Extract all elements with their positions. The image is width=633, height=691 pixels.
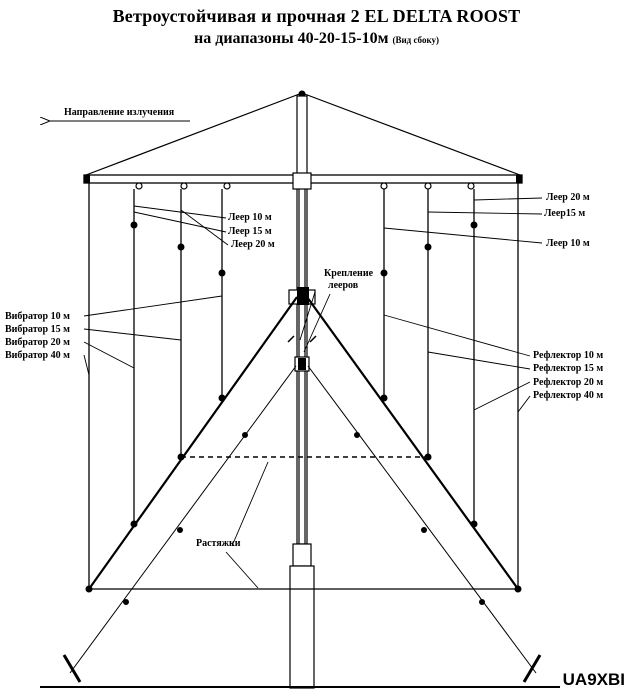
reflector-40-label: Рефлектор 40 м: [533, 390, 604, 401]
leer-left-15-label: Леер 15 м: [228, 226, 272, 237]
ground-anchors: [62, 654, 542, 683]
leader-lines: [83, 197, 543, 589]
direction-label: Направление излучения: [64, 107, 175, 118]
leer-left-20-label: Леер 20 м: [231, 239, 275, 250]
reflector-10-label: Рефлектор 10 м: [533, 350, 604, 361]
vertical-elements: [88, 183, 519, 589]
leer-right-20-label: Леер 20 м: [546, 192, 590, 203]
top-guys: [85, 92, 521, 176]
vibrator-15-label: Вибратор 15 м: [5, 324, 70, 335]
title-line1: Ветроустойчивая и прочная 2 EL DELTA ROO…: [112, 6, 521, 26]
delta-spreaders: [88, 296, 519, 590]
vibrator-40-label: Вибратор 40 м: [5, 350, 70, 361]
author-signature: UA9XBI: [562, 670, 625, 689]
mast: [289, 95, 315, 689]
leer-left-10-label: Леер 10 м: [228, 212, 272, 223]
title-view-note: (Вид сбоку): [392, 35, 439, 45]
insulators: [85, 221, 522, 605]
reflector-20-label: Рефлектор 20 м: [533, 377, 604, 388]
mount-label-line1: Крепление: [324, 268, 374, 279]
leer-right-15-label: Леер15 м: [544, 208, 586, 219]
reflector-15-label: Рефлектор 15 м: [533, 363, 604, 374]
title-line2: на диапазоны 40-20-15-10м (Вид сбоку): [0, 30, 633, 48]
vibrator-20-label: Вибратор 20 м: [5, 337, 70, 348]
guys-label: Растяжки: [196, 538, 241, 549]
boom-hooks: [135, 182, 475, 190]
mount-label-line2: лееров: [328, 280, 359, 291]
lower-guys: [69, 365, 537, 674]
vibrator-10-label: Вибратор 10 м: [5, 311, 70, 322]
leer-right-10-label: Леер 10 м: [546, 238, 590, 249]
title-bands: на диапазоны 40-20-15-10м: [194, 30, 389, 47]
